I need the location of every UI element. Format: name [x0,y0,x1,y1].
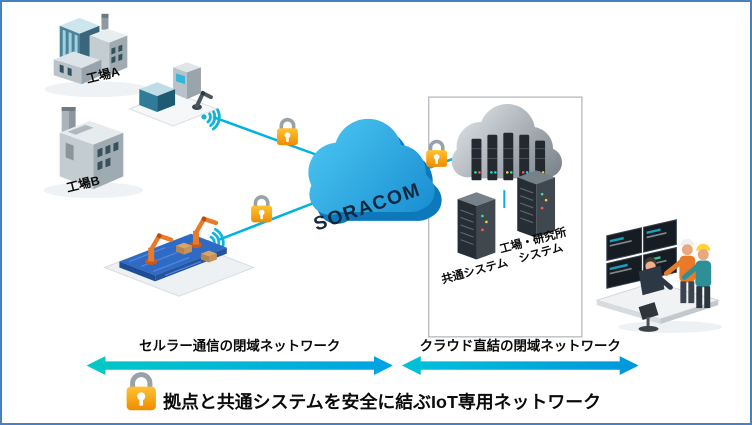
machine-a-illustration [127,62,219,127]
conveyor-illustration [103,216,256,297]
soracom-cloud: SORACOM [308,118,442,236]
padlock-icon-cellular-a [275,117,300,147]
caption-text: 拠点と共通システムを安全に結ぶIoT専用ネットワーク [163,391,601,412]
cellular-network-label: セルラー通信の閉域ネットワーク [139,338,340,354]
cellular-network-arrow [86,356,393,375]
cellular-link-line-a [212,115,333,162]
server-rack-factory-lab [517,170,556,238]
datacenter-cloud [451,104,563,181]
factory-b-illustration [43,107,144,199]
padlock-icon-caption [127,375,156,411]
factory-a-illustration [44,13,149,98]
cloud-direct-network-label: クラウド直結の閉域ネットワーク [420,338,621,354]
cloud-server-bars [471,132,546,181]
server-rack-common [457,192,496,260]
padlock-icon-cellular-b [249,195,274,225]
cellular-link-line-b [218,196,327,241]
operators-illustration [595,219,723,333]
cloud-direct-network-arrow [401,356,639,375]
